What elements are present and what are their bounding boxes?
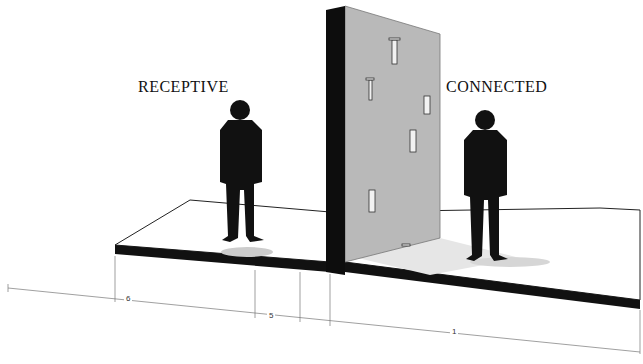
wall-face [345,6,440,262]
dimension-value: 5 [267,311,275,320]
dimension-lines [8,256,640,354]
right-person [464,110,550,267]
dimension-value: 1 [450,327,458,336]
wall-slots [366,38,430,246]
left-person [220,100,273,257]
zone-label: CONNECTED [446,78,547,96]
zone-label: RECEPTIVE [138,78,229,96]
wall-slab [326,6,345,275]
dimension-value: 6 [124,294,132,303]
left-floor-edge [115,245,330,272]
right-floor-edge [345,262,640,309]
